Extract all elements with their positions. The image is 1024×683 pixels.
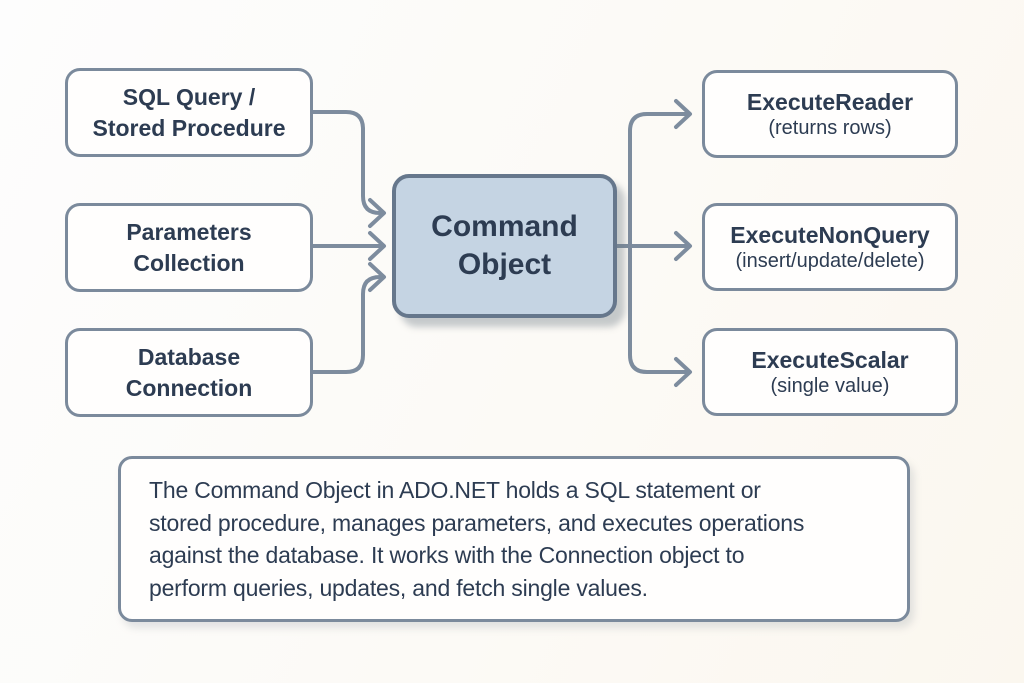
execute-scalar-subtitle: (single value) — [770, 374, 890, 397]
input-box-database-line2: Connection — [125, 374, 253, 401]
execute-reader-title: ExecuteReader — [746, 88, 914, 115]
connector-command-to-scalar — [628, 244, 689, 374]
arrowhead-database-to-command — [368, 262, 386, 292]
connector-sql-to-command — [311, 110, 383, 215]
output-box-execute-reader: ExecuteReader (returns rows) — [702, 70, 958, 158]
input-box-parameters-line2: Collection — [133, 249, 245, 276]
input-box-parameters-collection: Parameters Collection — [65, 203, 313, 292]
description-line-2: stored procedure, manages parameters, an… — [149, 509, 805, 536]
command-object-line1: Command — [431, 210, 578, 243]
output-box-execute-scalar: ExecuteScalar (single value) — [702, 328, 958, 416]
execute-nonquery-subtitle: (insert/update/delete) — [735, 249, 925, 272]
connector-command-to-reader — [628, 112, 689, 248]
description-note-box: The Command Object in ADO.NET holds a SQ… — [118, 456, 910, 622]
description-line-3: against the database. It works with the … — [149, 542, 745, 568]
execute-nonquery-title: ExecuteNonQuery — [730, 221, 930, 248]
arrowhead-command-to-reader — [674, 99, 692, 129]
arrowhead-command-to-scalar — [674, 357, 692, 387]
input-box-parameters-line1: Parameters — [126, 218, 252, 245]
description-line-4: perform queries, updates, and fetch sing… — [149, 574, 648, 601]
input-box-database-connection: Database Connection — [65, 328, 313, 417]
input-box-sql-query: SQL Query / Stored Procedure — [65, 68, 313, 157]
description-line-1: The Command Object in ADO.NET holds a SQ… — [149, 477, 761, 503]
input-box-database-line1: Database — [137, 343, 241, 370]
arrowhead-sql-to-command — [368, 198, 386, 228]
execute-reader-subtitle: (returns rows) — [768, 116, 892, 139]
arrowhead-command-to-nonquery — [674, 231, 692, 261]
output-box-execute-nonquery: ExecuteNonQuery (insert/update/delete) — [702, 203, 958, 291]
execute-scalar-title: ExecuteScalar — [751, 346, 909, 373]
input-box-sql-query-line2: Stored Procedure — [92, 114, 286, 141]
command-object-box: Command Object — [392, 174, 617, 318]
connector-database-to-command — [311, 275, 383, 374]
input-box-sql-query-line1: SQL Query / — [122, 83, 256, 110]
arrowhead-parameters-to-command — [368, 231, 386, 261]
command-object-line2: Object — [457, 248, 552, 281]
